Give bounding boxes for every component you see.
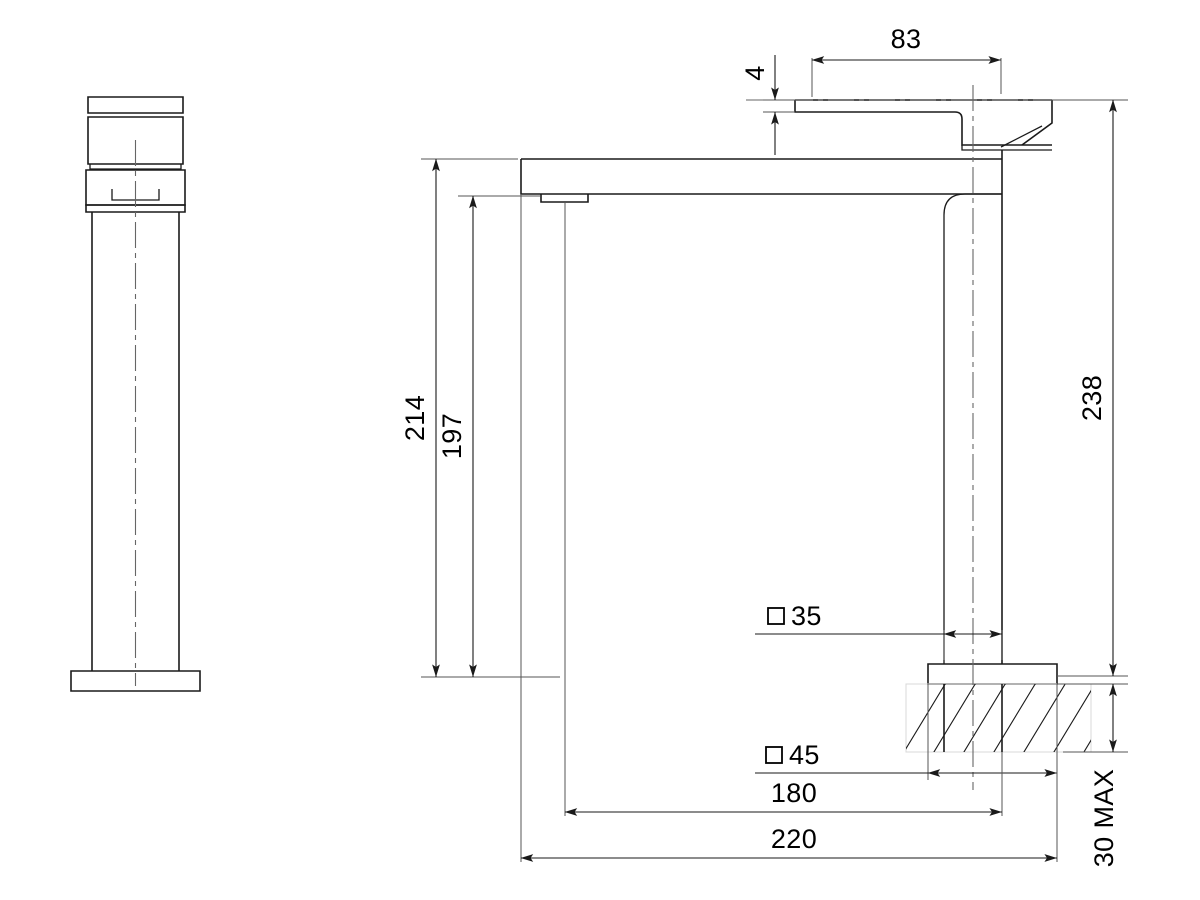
side-column-shaft (91, 212, 180, 671)
dimension-overall-height: 238 (1052, 99, 1128, 677)
dim-label-197: 197 (437, 413, 467, 459)
dimension-max-bench-thickness: 30 MAX (1057, 683, 1128, 867)
lever-hub-slant (1000, 125, 1043, 148)
dim-label-35: 35 (791, 601, 822, 631)
lever-hub-plate (961, 145, 1052, 151)
dimension-overall-projection: 220 (520, 194, 1058, 862)
aerator-outlet (540, 194, 589, 203)
lever-end-chamfer (1021, 100, 1053, 146)
dim-label-180: 180 (771, 778, 817, 808)
dim-label-238: 238 (1077, 375, 1107, 421)
dimension-spout-lever-thickness: 4 (740, 55, 795, 155)
dim-label-45: 45 (789, 740, 820, 770)
dimension-body-width-upper: 35 (755, 601, 1003, 660)
lever-underside-profile (794, 100, 1052, 146)
side-handle-cap-lip (89, 164, 182, 170)
dimension-spout-outlet-height: 197 (437, 195, 560, 678)
base-flange (927, 663, 1058, 685)
front-elevation-view (520, 85, 1092, 790)
dimension-spout-projection: 180 (564, 202, 1003, 816)
dim-label-30-max: 30 MAX (1089, 769, 1119, 867)
dim-label-220: 220 (771, 824, 817, 854)
bench-section-outline (905, 683, 1092, 753)
dim-label-214: 214 (400, 395, 430, 441)
side-handle-cap-body (87, 116, 184, 165)
dimension-base-width: 45 (755, 684, 1058, 780)
dim-label-4: 4 (740, 65, 770, 80)
shank-through-bench (943, 684, 1003, 752)
dimension-overall-body-height: 214 (400, 158, 560, 678)
dimension-lever-length: 83 (811, 24, 1002, 97)
square-symbol-45 (765, 746, 783, 764)
square-symbol-35 (767, 607, 785, 625)
spout-underside-edge (520, 159, 1002, 195)
bench-top-section (905, 683, 1092, 753)
body-inner-wall (943, 193, 1002, 664)
side-elevation-view (70, 96, 201, 692)
bench-hatch-lines (906, 684, 1091, 752)
side-base-flange (70, 670, 201, 692)
dim-label-83: 83 (891, 24, 922, 54)
side-handle-cap-top (87, 96, 184, 114)
side-collar-band (85, 204, 186, 213)
